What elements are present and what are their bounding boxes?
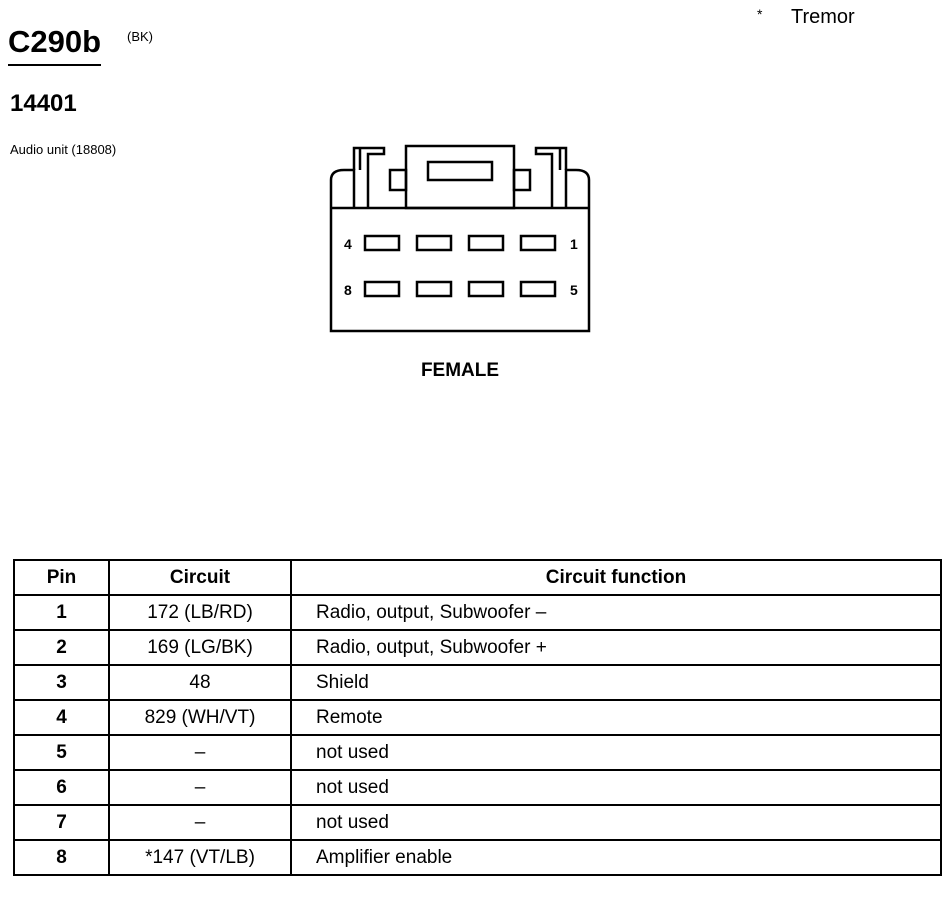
pin-cavity-7 (415, 280, 453, 298)
circuit-cell: – (108, 734, 292, 771)
pin-cavity-4 (363, 234, 401, 252)
connector-gender: FEMALE (420, 360, 500, 381)
header-function: Circuit function (290, 559, 942, 596)
circuit-cell: – (108, 769, 292, 806)
table-row: 4 829 (WH/VT) Remote (13, 699, 942, 736)
pin-cell: 2 (13, 629, 110, 666)
circuit-cell: 169 (LG/BK) (108, 629, 292, 666)
pin-cell: 8 (13, 839, 110, 876)
pin-cavity-5 (519, 280, 557, 298)
table-row: 3 48 Shield (13, 664, 942, 701)
circuit-cell: 48 (108, 664, 292, 701)
pin-cavity-2 (467, 234, 505, 252)
table-header-row: Pin Circuit Circuit function (13, 559, 942, 596)
function-cell: Amplifier enable (290, 839, 942, 876)
pin-cell: 7 (13, 804, 110, 841)
connector-id: C290b (8, 24, 102, 66)
pinout-table: Pin Circuit Circuit function 1 172 (LB/R… (13, 559, 942, 876)
pin-cell: 3 (13, 664, 110, 701)
part-number: 14401 (10, 90, 77, 117)
table-row: 6 – not used (13, 769, 942, 806)
footnote-text: Tremor (791, 6, 855, 28)
circuit-cell: – (108, 804, 292, 841)
function-cell: Shield (290, 664, 942, 701)
pin-cell: 6 (13, 769, 110, 806)
table-row: 2 169 (LG/BK) Radio, output, Subwoofer + (13, 629, 942, 666)
pin-cavity-3 (415, 234, 453, 252)
function-cell: Radio, output, Subwoofer + (290, 629, 942, 666)
function-cell: not used (290, 769, 942, 806)
table-row: 1 172 (LB/RD) Radio, output, Subwoofer – (13, 594, 942, 631)
pin-cell: 4 (13, 699, 110, 736)
function-cell: Remote (290, 699, 942, 736)
pin-cell: 5 (13, 734, 110, 771)
circuit-cell: 172 (LB/RD) (108, 594, 292, 631)
pin-label-bottom-right: 5 (570, 282, 578, 298)
circuit-cell: *147 (VT/LB) (108, 839, 292, 876)
part-description: Audio unit (18808) (10, 142, 117, 157)
pin-cell: 1 (13, 594, 110, 631)
connector-color-code: (BK) (127, 29, 153, 44)
table-row: 7 – not used (13, 804, 942, 841)
pin-cavity-1 (519, 234, 557, 252)
function-cell: not used (290, 804, 942, 841)
header-pin: Pin (13, 559, 110, 596)
right-latch (564, 168, 591, 208)
pin-label-top-left: 4 (344, 236, 352, 252)
footnote-marker: * (757, 6, 763, 22)
pin-cavity-8 (363, 280, 401, 298)
table-row: 8 *147 (VT/LB) Amplifier enable (13, 839, 942, 876)
function-cell: not used (290, 734, 942, 771)
table-row: 5 – not used (13, 734, 942, 771)
circuit-cell: 829 (WH/VT) (108, 699, 292, 736)
pin-label-top-right: 1 (570, 236, 578, 252)
pin-label-bottom-left: 8 (344, 282, 352, 298)
pin-cavity-6 (467, 280, 505, 298)
connector-housing (329, 208, 591, 333)
center-key (404, 144, 516, 210)
header-circuit: Circuit (108, 559, 292, 596)
connector-face-diagram: 4 1 8 5 (329, 144, 591, 333)
function-cell: Radio, output, Subwoofer – (290, 594, 942, 631)
left-latch (329, 168, 356, 208)
